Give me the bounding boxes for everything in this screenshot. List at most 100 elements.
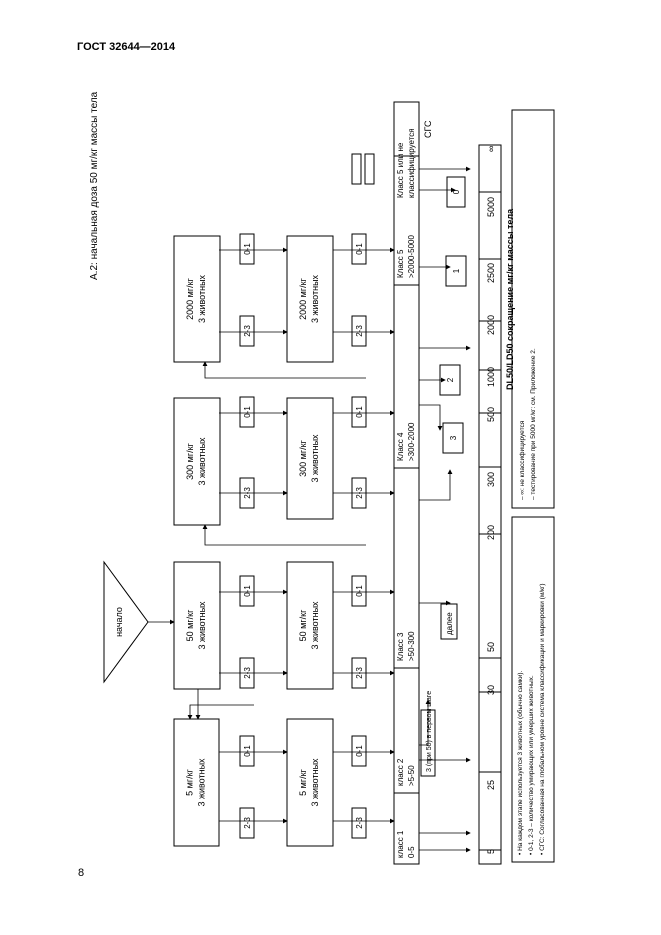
class-range: 0-5 [407, 846, 416, 858]
count-label: 2 [446, 377, 455, 382]
legend-left-item: • На каждом этапе используется 3 животны… [516, 670, 524, 855]
start-label: начало [114, 607, 124, 637]
dose-box-dose-2000_b [286, 235, 334, 363]
animals-label: 3 животных [197, 601, 207, 650]
axis-title: DL50/LD50 сокращение мг/кг массы тела [505, 208, 515, 390]
ghs-label: СГС [423, 120, 433, 138]
count-box [442, 422, 464, 454]
outcome-label: 0-1 [243, 745, 252, 757]
axis-tick-label: ∞ [486, 146, 496, 152]
outcome-label: 0-1 [243, 585, 252, 597]
flow-arrow [419, 699, 431, 746]
legend-left-box [511, 516, 555, 863]
dose-box-dose-5_a [173, 718, 220, 847]
outcome-label: 0-1 [355, 406, 364, 418]
zero-box-a [351, 153, 362, 185]
dose-label: 2000 мг/кг [298, 277, 308, 319]
dose-box-dose-300_a [173, 397, 221, 526]
count-box [445, 255, 467, 287]
zero-box-b [364, 153, 375, 185]
outcome-0-1-box [239, 735, 255, 767]
axis-tick-label: 2500 [486, 263, 496, 283]
legend-right-item: – тестирование при 5000 мг/кг: см. Прило… [530, 348, 537, 500]
class-label: Класс 5 [396, 249, 405, 278]
count-label: 0 [452, 189, 461, 194]
class-range: >5-50 [407, 765, 416, 786]
outcome-2-3-box [239, 315, 255, 347]
class-label: Класс 4 [396, 432, 405, 461]
class-label: Класс 5 или не [396, 142, 405, 198]
flow-arrow [202, 361, 366, 379]
axis-strip [478, 144, 502, 865]
class-label: Класс 3 [396, 632, 405, 661]
outcome-label: 0-1 [243, 243, 252, 255]
axis-tick-label: 30 [486, 685, 496, 695]
outcome-label: 0-1 [355, 585, 364, 597]
first-step-note: 3 (при 50) в первом шаге [426, 691, 433, 772]
stop-note: далее [445, 612, 454, 635]
outcome-2-3-box [239, 807, 255, 839]
outcome-label: 2-3 [355, 325, 364, 337]
animals-label: 3 животных [310, 434, 320, 483]
dose-label: 300 мг/кг [185, 442, 195, 479]
outcome-0-1-box [351, 575, 367, 607]
class-range: классифицируется [407, 128, 416, 198]
dose-label: 50 мг/кг [185, 609, 195, 641]
animals-label: 3 животных [197, 758, 207, 807]
dose-label: 300 мг/кг [298, 439, 308, 476]
outcome-label: 0-1 [355, 243, 364, 255]
figure-caption: А.2: начальная доза 50 мг/кг массы тела [89, 91, 100, 280]
animals-label: 3 животных [310, 274, 320, 323]
legend-right-item: – ∞: не классифицируется [519, 420, 526, 500]
class-label: класс 2 [396, 758, 405, 786]
flow-arrow [187, 704, 254, 720]
dose-label: 5 мг/кг [185, 768, 195, 795]
outcome-label: 0-1 [355, 745, 364, 757]
outcome-0-1-box [351, 735, 367, 767]
outcome-2-3-box [351, 807, 367, 839]
outcome-0-1-box [239, 575, 255, 607]
outcome-label: 2-3 [243, 817, 252, 829]
axis-tick-label: 5000 [486, 197, 496, 217]
axis-tick-label: 5 [486, 849, 496, 854]
outcome-0-1-box [351, 396, 367, 428]
dose-label: 5 мг/кг [298, 768, 308, 795]
class-range: >300-2000 [407, 422, 416, 461]
outcome-label: 2-3 [355, 817, 364, 829]
document-header: ГОСТ 32644—2014 [77, 41, 176, 53]
axis-tick-label: 200 [486, 525, 496, 540]
axis-tick-label: 25 [486, 780, 496, 790]
animals-label: 3 животных [197, 437, 207, 486]
dose-box-dose-50_b [286, 561, 334, 690]
class-range: >50-300 [407, 631, 416, 661]
legend-left-item: • СГС: Согласованная на глобальном уровн… [538, 583, 546, 855]
count-label: 1 [452, 268, 461, 273]
outcome-0-1-box [351, 233, 367, 265]
axis-tick-label: 50 [486, 642, 496, 652]
dose-box-dose-5_b [286, 718, 334, 847]
class-range: >2000-5000 [407, 235, 416, 278]
count-label: 3 [449, 435, 458, 440]
flow-arrow [419, 404, 443, 431]
axis-tick-label: 2000 [486, 315, 496, 335]
outcome-0-1-box [239, 233, 255, 265]
start-triangle [103, 560, 149, 684]
dose-label: 50 мг/кг [298, 609, 308, 641]
legend-left-item: • 0-1, 2-3 – количество умирающих или ум… [528, 675, 535, 855]
dose-box-dose-50_a [173, 561, 221, 690]
outcome-label: 0-1 [243, 406, 252, 418]
outcome-2-3-box [351, 315, 367, 347]
legend-right-box [511, 109, 555, 509]
flow-arrow [419, 469, 453, 501]
class-label: класс 1 [396, 830, 405, 858]
dose-box-dose-300_b [286, 397, 334, 520]
outcome-0-1-box [239, 396, 255, 428]
axis-tick-label: 300 [486, 472, 496, 487]
animals-label: 3 животных [310, 758, 320, 807]
count-box [446, 176, 466, 208]
page-number: 8 [78, 867, 85, 879]
outcome-label: 2-3 [243, 325, 252, 337]
animals-label: 3 животных [197, 274, 207, 323]
animals-label: 3 животных [310, 601, 320, 650]
